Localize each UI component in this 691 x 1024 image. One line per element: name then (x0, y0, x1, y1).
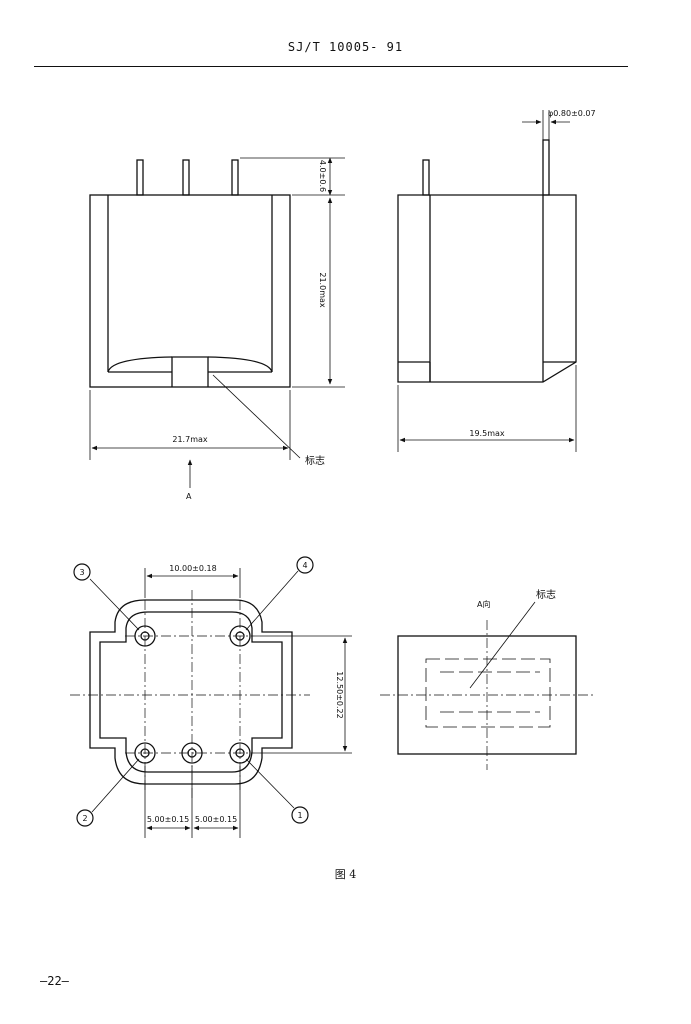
dim-pin-diameter-text: φ0.80±0.07 (548, 109, 596, 118)
leader-pin-1 (245, 758, 295, 809)
side-pin-left (422, 159, 430, 196)
a-view-direction-label: A向 (477, 599, 490, 609)
standard-number: SJ/T 10005- 91 (287, 40, 404, 54)
dim-bottom-left-text: 5.00±0.15 (147, 815, 189, 824)
bottom-view (89, 599, 293, 785)
side-view-dimensions (397, 110, 577, 452)
dim-pin-length-text: 4.0±0.6 (318, 160, 327, 192)
pin-balloon-3 (73, 563, 91, 581)
bottom-view-centerlines (70, 590, 310, 800)
bottom-view-dimensions (89, 568, 352, 838)
side-body-outline (397, 194, 577, 383)
front-body-outline (89, 194, 291, 388)
dim-vert-spacing-text: 12.50±0.22 (335, 671, 344, 718)
bottom-inner-outline (99, 611, 283, 773)
pin-number-2: 2 (82, 814, 87, 823)
pin-balloon-1 (291, 806, 309, 824)
front-curve-right (207, 356, 273, 373)
front-pin-middle (182, 159, 190, 196)
leader-mark-front (212, 374, 301, 459)
a-view (380, 601, 596, 770)
header-rule (34, 66, 628, 67)
leader-pin-2 (91, 758, 140, 813)
page-number: —22— (40, 974, 69, 988)
front-curve-left (107, 356, 173, 373)
pin-balloons (73, 556, 314, 827)
front-pin-right (231, 159, 239, 196)
side-pin-right (542, 139, 550, 196)
side-view (397, 139, 577, 383)
a-view-mark-label: 标志 (536, 588, 556, 601)
front-slot (171, 356, 209, 387)
front-pin-left (136, 159, 144, 196)
a-view-centerlines (380, 620, 596, 770)
front-view-dimensions (89, 157, 345, 488)
pin-number-1: 1 (297, 811, 302, 820)
pin-balloon-4 (296, 556, 314, 574)
pin-balloon-2 (76, 809, 94, 827)
bottom-outer-outline (89, 599, 293, 785)
dim-width-text: 21.7max (172, 435, 208, 444)
view-direction-label: A (186, 492, 192, 501)
a-view-mark-area (425, 658, 551, 728)
pin-number-3: 3 (79, 568, 84, 577)
page-header: SJ/T 10005- 91 (0, 0, 691, 70)
dim-bottom-right-text: 5.00±0.15 (195, 815, 237, 824)
dim-depth-text: 19.5max (469, 429, 505, 438)
leader-mark-a (469, 601, 536, 689)
mark-label-front: 标志 (305, 454, 325, 467)
front-view (89, 159, 291, 388)
figure-caption: 图 4 (334, 868, 357, 881)
leader-pin-3 (89, 578, 140, 631)
a-view-mark-box (425, 658, 551, 728)
dim-top-spacing-text: 10.00±0.18 (169, 564, 216, 573)
leader-pin-4 (245, 570, 299, 631)
pin-number-4: 4 (302, 561, 307, 570)
dim-height-text: 21.0max (318, 272, 327, 308)
